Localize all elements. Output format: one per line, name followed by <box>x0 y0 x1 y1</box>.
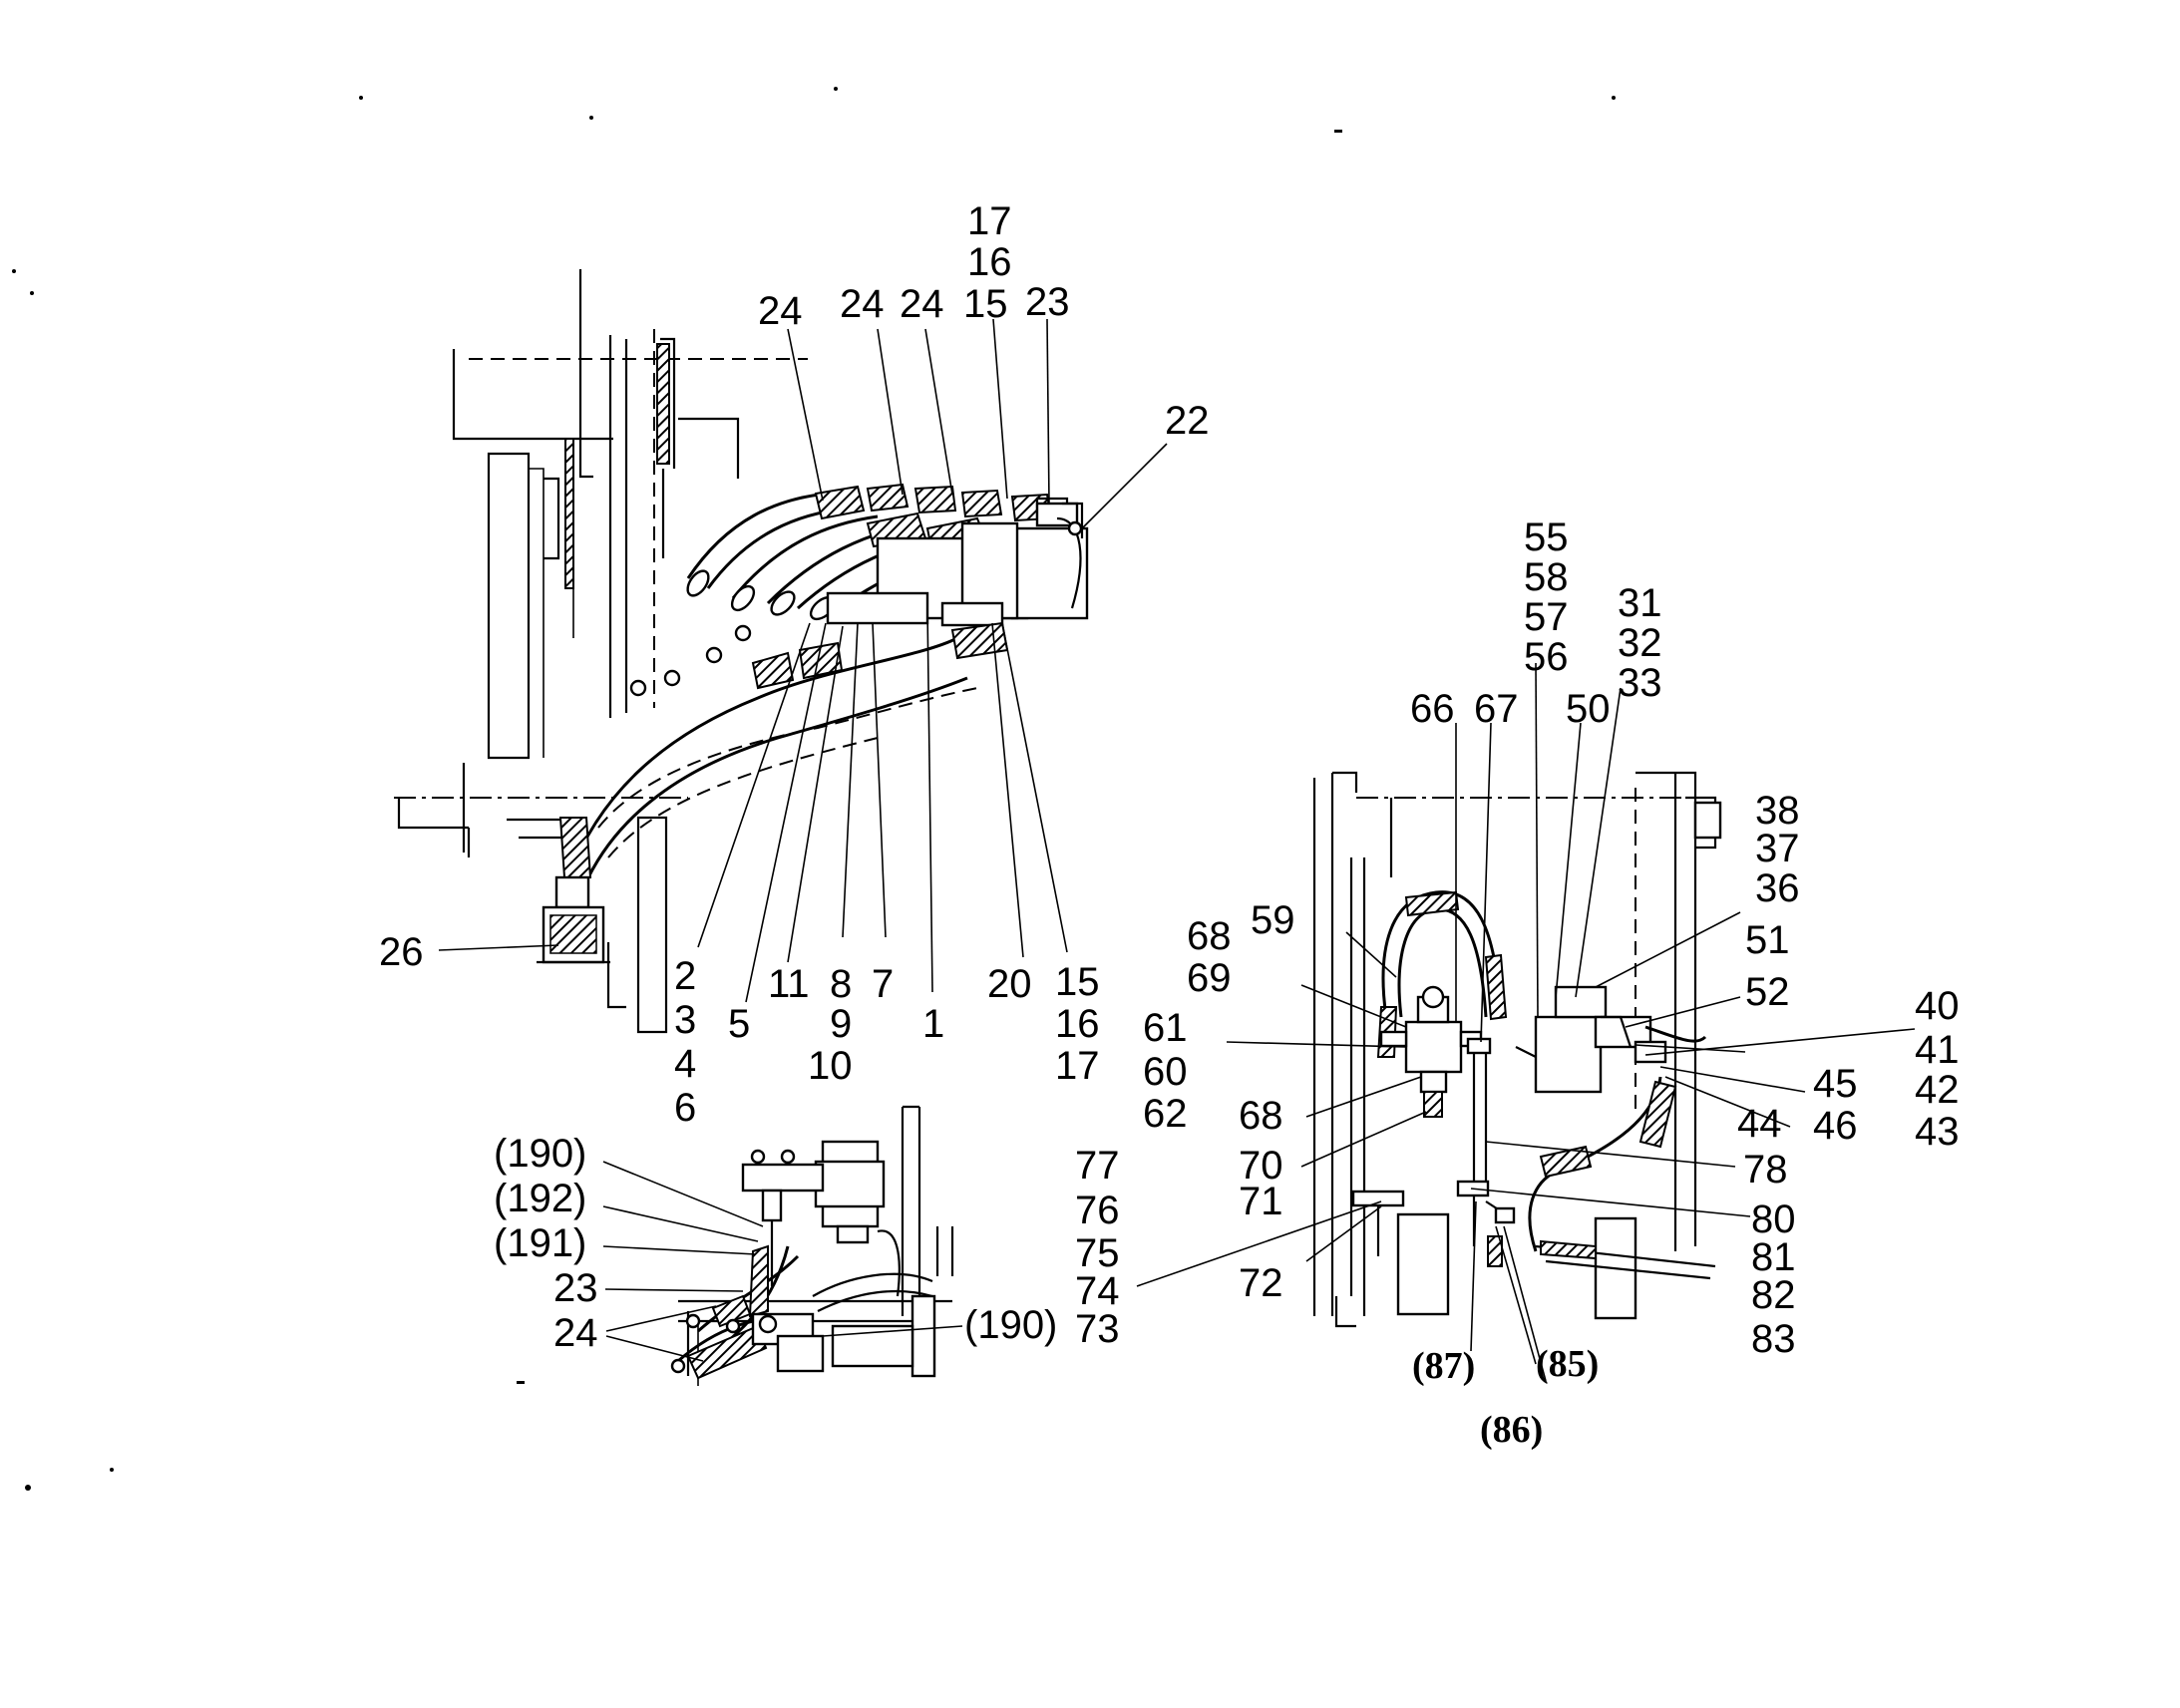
label-8: 8 <box>830 962 852 1006</box>
label-191: (191) <box>494 1221 586 1265</box>
label-23: 23 <box>1025 280 1070 324</box>
label-3: 3 <box>674 998 696 1042</box>
label-75: 75 <box>1075 1231 1120 1275</box>
label-68: 68 <box>1187 914 1232 958</box>
label-16: 16 <box>967 240 1012 284</box>
label-61: 61 <box>1143 1006 1188 1050</box>
label-62: 62 <box>1143 1092 1188 1136</box>
label-11: 11 <box>768 962 810 1006</box>
label-87: (87) <box>1412 1345 1475 1387</box>
label-2: 2 <box>674 954 696 998</box>
label-52: 52 <box>1745 970 1790 1014</box>
label-192: (192) <box>494 1177 586 1220</box>
label-77: 77 <box>1075 1144 1120 1188</box>
label-67: 67 <box>1474 687 1519 731</box>
label-22: 22 <box>1165 399 1210 443</box>
label-17: 17 <box>1055 1044 1100 1088</box>
label-78: 78 <box>1743 1148 1788 1192</box>
label-17: 17 <box>967 199 1012 243</box>
label-41: 41 <box>1915 1028 1960 1072</box>
label-45: 45 <box>1813 1062 1858 1106</box>
label-66: 66 <box>1410 687 1455 731</box>
label-86: (86) <box>1480 1409 1543 1451</box>
label-7: 7 <box>872 962 894 1006</box>
label-59: 59 <box>1251 898 1295 942</box>
labels-right: 55 58 57 56 31 32 33 66 67 50 38 37 36 5… <box>1143 515 1960 1451</box>
label-72: 72 <box>1239 1261 1283 1305</box>
label-56: 56 <box>1524 635 1569 679</box>
label-190: (190) <box>494 1132 586 1176</box>
label-71: 71 <box>1239 1180 1283 1223</box>
label-36: 36 <box>1755 866 1800 910</box>
label-76: 76 <box>1075 1189 1120 1232</box>
label-69: 69 <box>1187 956 1232 1000</box>
label-38: 38 <box>1755 789 1800 833</box>
label-81: 81 <box>1751 1235 1796 1279</box>
label-46: 46 <box>1813 1104 1858 1148</box>
label-24: 24 <box>553 1311 598 1355</box>
label-1: 1 <box>922 1002 944 1046</box>
label-80: 80 <box>1751 1197 1796 1241</box>
labels-bottom-left: (190) (192) (191) 23 24 (190) 77 76 75 7… <box>494 1132 1120 1355</box>
label-6: 6 <box>674 1086 696 1130</box>
label-16: 16 <box>1055 1002 1100 1046</box>
label-23: 23 <box>553 1266 598 1310</box>
label-51: 51 <box>1745 918 1790 962</box>
label-10: 10 <box>808 1044 853 1088</box>
label-190: (190) <box>964 1303 1057 1347</box>
right-assembly-drawing <box>1312 771 1722 1328</box>
label-44: 44 <box>1737 1102 1782 1146</box>
label-33: 33 <box>1618 661 1662 705</box>
label-57: 57 <box>1524 595 1569 639</box>
label-73: 73 <box>1075 1307 1120 1351</box>
bottom-left-assembly-drawing <box>670 1105 954 1386</box>
label-31: 31 <box>1618 581 1662 625</box>
label-32: 32 <box>1618 621 1662 665</box>
label-70: 70 <box>1239 1144 1283 1188</box>
label-58: 58 <box>1524 555 1569 599</box>
label-4: 4 <box>674 1042 696 1086</box>
label-9: 9 <box>830 1002 852 1046</box>
labels-top-left: 24 24 24 17 16 15 23 22 26 2 3 4 6 5 11 … <box>379 199 1210 1130</box>
label-37: 37 <box>1755 827 1800 870</box>
label-83: 83 <box>1751 1317 1796 1361</box>
label-40: 40 <box>1915 984 1960 1028</box>
label-85: (85) <box>1536 1343 1599 1385</box>
label-26: 26 <box>379 930 424 974</box>
label-15: 15 <box>1055 960 1100 1004</box>
label-43: 43 <box>1915 1110 1960 1154</box>
label-74: 74 <box>1075 1269 1120 1313</box>
label-50: 50 <box>1566 687 1611 731</box>
label-42: 42 <box>1915 1068 1960 1112</box>
label-24: 24 <box>840 282 885 326</box>
label-24: 24 <box>758 289 803 333</box>
label-82: 82 <box>1751 1273 1796 1317</box>
label-5: 5 <box>728 1002 750 1046</box>
top-left-assembly-drawing <box>394 269 1089 1034</box>
label-15: 15 <box>963 282 1008 326</box>
label-55: 55 <box>1524 515 1569 559</box>
label-68: 68 <box>1239 1094 1283 1138</box>
label-60: 60 <box>1143 1050 1188 1094</box>
label-24: 24 <box>900 282 944 326</box>
scan-specks <box>12 87 1616 1491</box>
leader-lines <box>438 318 1916 1382</box>
label-20: 20 <box>987 962 1032 1006</box>
